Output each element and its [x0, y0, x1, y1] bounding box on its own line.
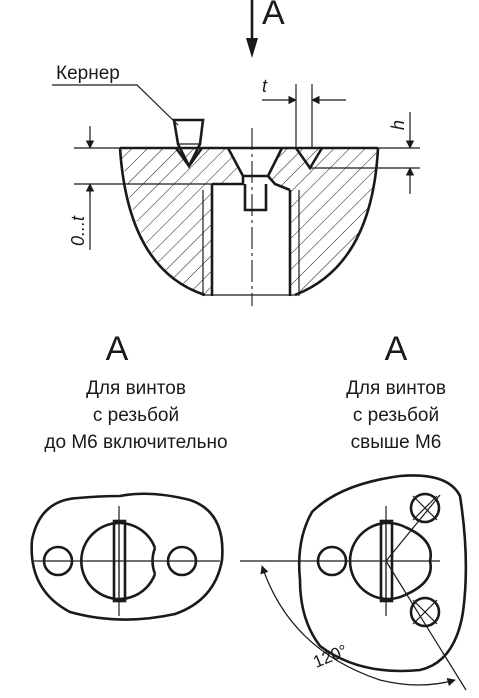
- dim-h-label: h: [388, 120, 408, 130]
- section-view: A Кернер t: [52, 0, 420, 306]
- right-punch-mark-2: [409, 492, 441, 524]
- screw-slot: [243, 184, 268, 212]
- punch-tool: [172, 118, 205, 169]
- dim-depth-label: 0...t: [68, 215, 88, 246]
- view-arrow-label: A: [262, 0, 285, 32]
- left-caption-line-1: Для винтов: [86, 378, 186, 399]
- countersink: [226, 147, 284, 177]
- right-plan-view: 120°: [240, 474, 468, 691]
- punch-label: Кернер: [56, 63, 120, 84]
- left-punch-mark-2: [166, 545, 198, 577]
- right-caption-line-1: Для винтов: [346, 378, 446, 399]
- dim-t-label: t: [262, 76, 268, 96]
- left-screw-head-notch: [151, 547, 157, 575]
- left-punch-mark-1: [42, 545, 74, 577]
- left-screw-head: [79, 521, 157, 601]
- view-right-title: A: [385, 330, 408, 368]
- left-caption-line-2: с резьбой: [93, 405, 179, 426]
- view-left-title: A: [106, 330, 129, 368]
- left-caption-line-3: до М6 включительно: [44, 432, 227, 453]
- right-radial-axis-up: [385, 494, 441, 562]
- right-caption-line-2: с резьбой: [353, 405, 439, 426]
- right-caption-line-3: свыше М6: [351, 432, 442, 453]
- screw-head: [212, 175, 291, 192]
- punch-2-cross-b: [412, 495, 438, 521]
- punch-leader: [52, 84, 179, 126]
- view-direction-arrowhead: [246, 38, 258, 58]
- angle-dimension-arc: [260, 565, 456, 687]
- left-plan-view: [30, 492, 224, 621]
- left-part-outline: [30, 492, 224, 621]
- punch-mark-left: [174, 147, 204, 169]
- part-right-contour: [294, 147, 380, 297]
- part-left-contour: [118, 147, 206, 297]
